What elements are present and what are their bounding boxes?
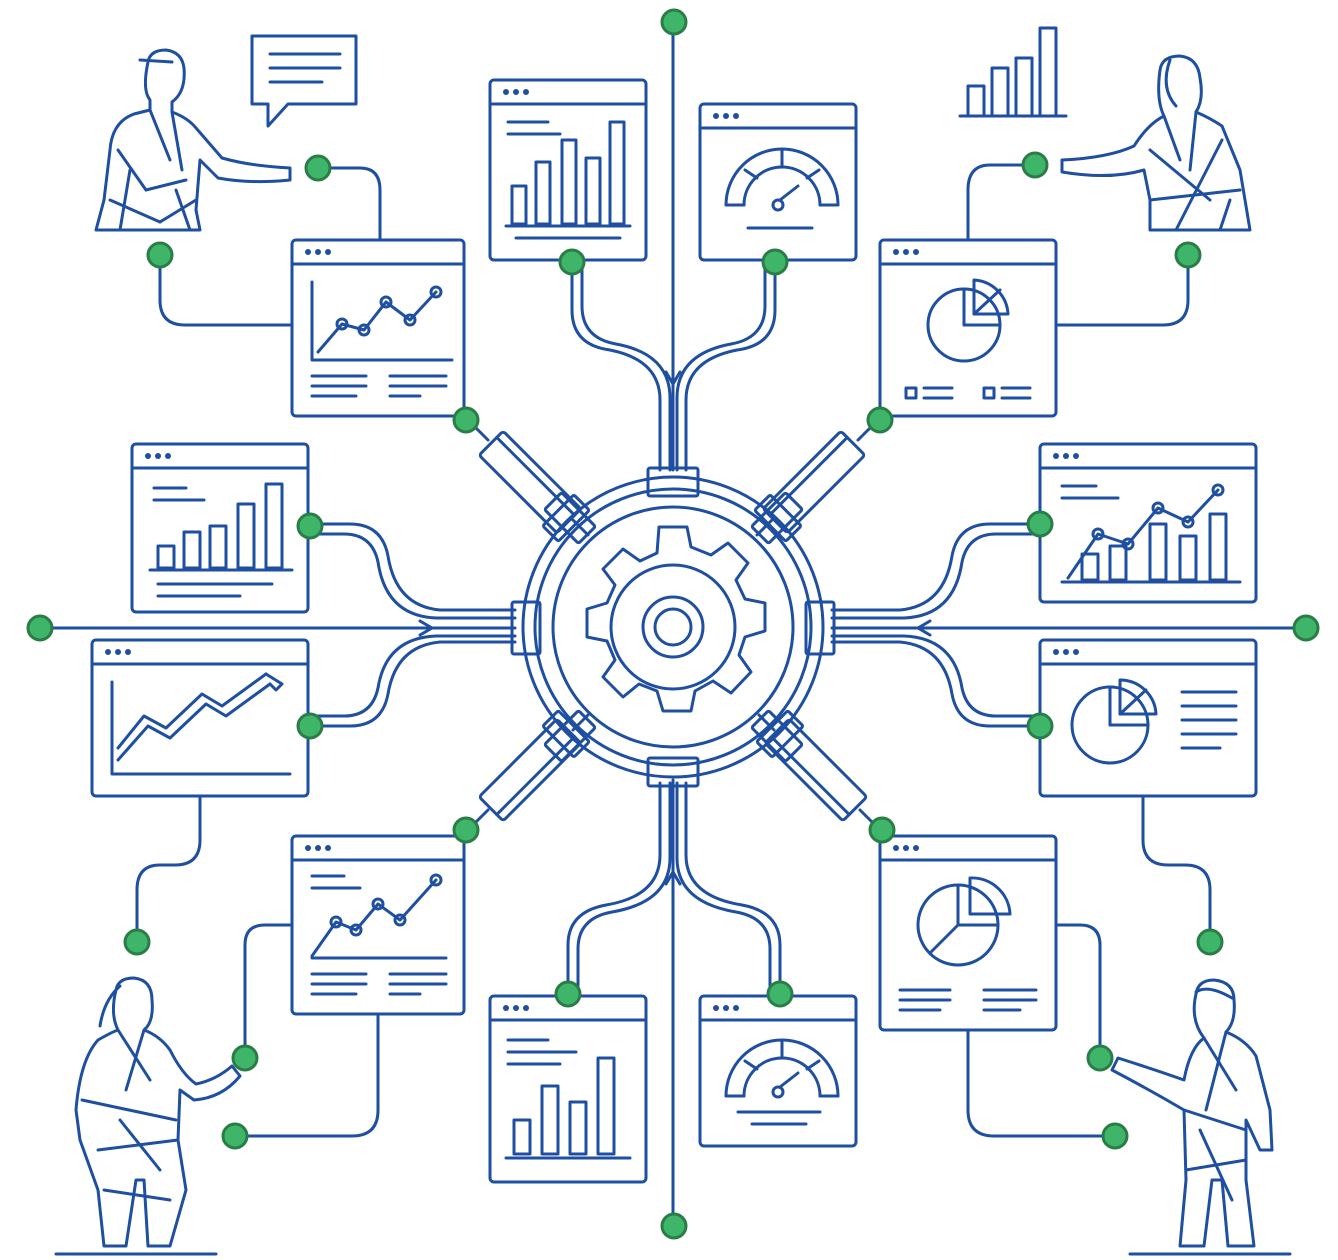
panel-combo-chart-right [1038, 442, 1258, 604]
window-dots-icon [893, 845, 919, 851]
gear-icon [585, 525, 767, 713]
window-dots-icon [105, 649, 131, 655]
node [452, 406, 480, 434]
window-dots-icon [305, 249, 331, 255]
floating-bar-chart-icon [958, 26, 1068, 118]
panel-pie-chart-right [1038, 638, 1258, 798]
node [1101, 1122, 1129, 1150]
node [221, 1122, 249, 1150]
node-right [1292, 614, 1320, 642]
window-dots-icon [1053, 453, 1079, 459]
node [866, 406, 894, 434]
pie-chart-icon [926, 278, 1010, 363]
node [1021, 151, 1049, 179]
node-bottom [660, 1212, 688, 1240]
presenter-woman-icon [54, 976, 242, 1256]
panel-trend-chart-left [90, 638, 310, 798]
node [123, 928, 151, 956]
panel-gauge-bottom-center [698, 994, 858, 1148]
panel-bar-chart-top-center [488, 78, 648, 262]
person-connectors [135, 163, 1212, 1138]
trend-line-icon [116, 672, 284, 762]
connector-pipes [308, 260, 1042, 996]
panel-bar-chart-bottom-center [488, 994, 648, 1184]
node-left [26, 614, 54, 642]
axis-lines [38, 20, 1307, 1227]
node [1026, 510, 1054, 538]
node [558, 248, 586, 276]
gauge-icon [724, 147, 840, 230]
diagonal-connectors [466, 418, 882, 832]
pie-chart-icon [916, 876, 1012, 967]
window-dots-icon [713, 113, 739, 119]
window-dots-icon [145, 453, 171, 459]
panel-line-chart-top-left [290, 238, 466, 418]
presenter-man-icon [94, 48, 292, 232]
node [1026, 712, 1054, 740]
node [304, 154, 332, 182]
connection-nodes [26, 8, 1320, 1240]
gauge-icon [724, 1038, 840, 1126]
node [554, 980, 582, 1008]
node-top [660, 8, 688, 36]
speech-bubble-icon [250, 34, 358, 128]
window-dots-icon [1053, 649, 1079, 655]
central-hub [510, 466, 836, 788]
node [296, 712, 324, 740]
node [231, 1044, 259, 1072]
node [1196, 928, 1224, 956]
node [1086, 1044, 1114, 1072]
presenter-woman-icon [1060, 54, 1252, 232]
node [452, 816, 480, 844]
panel-pie-chart-bottom-right [878, 834, 1058, 1032]
window-dots-icon [893, 249, 919, 255]
node [146, 241, 174, 269]
presenter-man-icon [1110, 978, 1292, 1256]
window-dots-icon [503, 1005, 529, 1011]
window-dots-icon [305, 845, 331, 851]
window-dots-icon [503, 89, 529, 95]
node [868, 816, 896, 844]
node [766, 980, 794, 1008]
panel-bar-chart-left [130, 442, 310, 614]
pie-chart-icon [1070, 678, 1158, 765]
node [761, 248, 789, 276]
node [296, 512, 324, 540]
node [1174, 241, 1202, 269]
panel-line-chart-bottom-left [290, 834, 466, 1016]
panel-gauge-top-center [698, 102, 858, 262]
window-dots-icon [713, 1005, 739, 1011]
panel-pie-chart-top-right [878, 238, 1058, 418]
